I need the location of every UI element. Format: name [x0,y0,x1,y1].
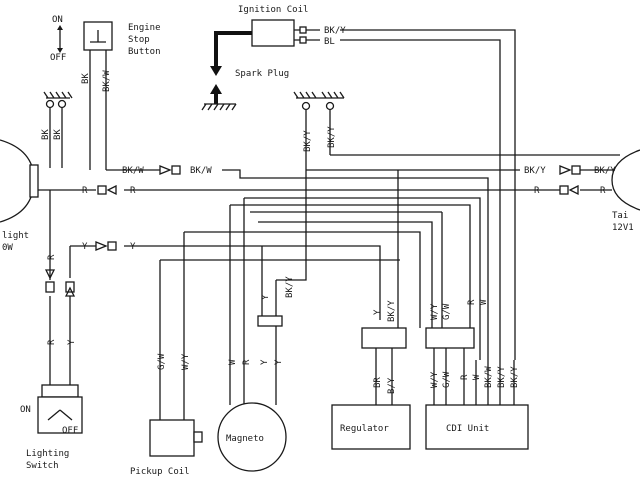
engine-stop-label-1: Engine [128,23,161,33]
wire-label-r-1: R [82,186,88,196]
frame-ground: BK/Y BK/Y [293,91,345,170]
wire-label-bk-y-mag: BK/Y [285,276,295,298]
regulator-label: Regulator [340,424,389,434]
lighting-switch-off-label: OFF [62,426,78,436]
wire-label-bk-cdi: BK/W [484,366,494,388]
lighting-switch-on-label: ON [20,405,31,415]
pickup-coil-body [149,419,195,457]
wire-label-r-cdi-top: R [467,299,477,305]
cdi-unit-label: CDI Unit [446,424,489,434]
wire-label-g-w-cdi-top: G/W [442,303,452,320]
headlight: BK BK light 0W [0,91,73,253]
spark-plug: Spark Plug [201,69,289,111]
cdi-unit: W/Y G/W R W W/Y G/W R W BK/W BK/Y BK/Y C… [425,299,529,450]
ignition-coil-label: Ignition Coil [238,5,308,15]
wire-label-w-mag-1: W [228,359,238,365]
off-label: OFF [50,53,66,63]
spark-plug-arrow-icon [210,84,222,94]
wire-label-y-mag-top: Y [261,294,271,300]
wire-label-w-y-pickup: W/Y [181,353,191,370]
magneto-label: Magneto [226,434,264,444]
spark-plug-label: Spark Plug [235,69,289,79]
ignition-coil: Ignition Coil BK/Y BL [210,5,346,76]
wire-label-bk-y-coil: BK/Y [324,26,346,36]
lighting-switch-body [37,396,83,434]
lighting-switch: ON OFF Lighting Switch [20,384,83,471]
wire-label-bk-w-2: BK/W [190,166,212,176]
engine-stop-label-2: Stop [128,35,150,45]
wire-label-y-switch: Y [67,339,77,345]
wire-label-bk-y-ground-1: BK/Y [303,130,313,152]
wire-label-r-2: R [130,186,136,196]
regulator: Y BK/Y BR B/Y Regulator [331,300,411,450]
engine-stop-button: ON OFF Engine Stop Button BK BK/W [50,15,161,170]
wire-label-g-w-pickup: G/W [157,353,167,370]
wire-label-y-mag-1: Y [260,359,270,365]
lighting-switch-label-1: Lighting [26,449,69,459]
wire-label-bk-y-reg: BK/Y [387,300,397,322]
on-label: ON [52,15,63,25]
pickup-coil-label: Pickup Coil [130,467,190,477]
wire-label-r-switch-top: R [47,254,57,260]
wire-label-bk-light-2: BK [53,129,63,140]
wire-label-bk-w-1: BK/W [122,166,144,176]
ignition-coil-body [251,19,295,47]
magneto: Magneto [217,402,287,472]
magneto-body [217,402,287,472]
harness-wires: BK/W BK/W BK/Y BK/Y R R R R R R Y Y [38,29,620,420]
engine-stop-label-3: Button [128,47,161,57]
wire-label-bk-y-tail-2: BK/Y [594,166,616,176]
wire-label-w-cdi: W [472,374,482,380]
wire-label-bk-y-tail: BK/Y [524,166,546,176]
headlight-label-1: light [2,231,29,241]
magneto-connector: Y BK/Y W R Y Y [228,276,295,365]
wire-label-w-y-cdi: W/Y [430,371,440,388]
regulator-body [331,404,411,450]
wire-label-w-cdi-top: W [479,299,489,305]
wire-label-w-y-cdi-top: W/Y [430,303,440,320]
wire-label-bk-w-stop: BK/W [102,70,112,92]
headlight-label-2: 0W [2,243,13,253]
taillight-label-1: Tai [612,211,628,221]
wire-label-y-2: Y [130,242,136,252]
wire-label-y-mag-2: Y [274,359,284,365]
lighting-switch-label-2: Switch [26,461,59,471]
wire-label-bk-y-cdi: BK/Y [510,366,520,388]
wire-label-y-1: Y [82,242,88,252]
cdi-unit-body [425,404,529,450]
wire-label-bl-coil: BL [324,37,335,47]
pickup-coil: G/W W/Y Pickup Coil [130,353,203,477]
wire-label-bk-stop: BK [81,73,91,84]
wire-label-r-cdi: R [460,374,470,380]
taillight: Tai 12V1 [611,149,640,233]
wire-label-r-3: R [534,186,540,196]
wire-label-r-switch-bottom: R [47,339,57,345]
wire-label-bk-light-1: BK [41,129,51,140]
wire-label-br-reg: BR [373,377,383,388]
wire-label-bl-cdi: BK/Y [497,366,507,388]
wire-label-bk-y-ground-2: BK/Y [327,126,337,148]
wire-label-g-w-cdi: G/W [442,371,452,388]
taillight-label-2: 12V1 [612,223,634,233]
wire-label-r-4: R [600,186,606,196]
wire-label-r-mag: R [242,359,252,365]
wire-label-y-reg: Y [373,309,383,315]
